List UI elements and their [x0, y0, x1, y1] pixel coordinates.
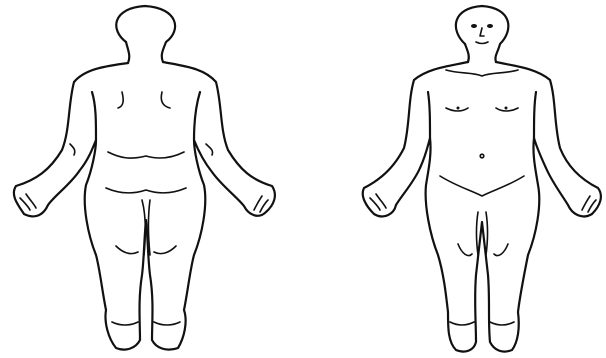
front-collarbones — [446, 70, 518, 76]
front-left-nipple — [457, 107, 460, 110]
front-neck-left — [465, 44, 469, 62]
front-right-eye — [487, 24, 493, 28]
back-right-hand-fingers — [254, 196, 268, 212]
back-right-elbow — [206, 144, 213, 155]
front-body-outline — [363, 62, 601, 352]
back-left-ankle — [112, 322, 138, 325]
back-body-outline — [14, 62, 275, 350]
back-left-shoulder-blade — [118, 92, 123, 108]
front-navel — [480, 154, 484, 158]
front-right-inner-arm — [534, 92, 536, 138]
back-head — [116, 6, 175, 62]
front-groin-line — [440, 176, 524, 196]
front-right-nipple — [505, 107, 508, 110]
front-head — [456, 6, 509, 62]
front-nose — [480, 28, 484, 36]
back-left-knee — [116, 246, 138, 254]
back-left-elbow — [70, 144, 75, 155]
front-right-ankle — [490, 322, 514, 325]
front-left-hand-fingers — [370, 194, 386, 210]
back-waist-line — [108, 152, 184, 158]
back-right-knee — [154, 246, 176, 254]
back-right-shoulder-blade — [161, 92, 170, 108]
back-view-figure — [14, 6, 275, 350]
back-right-inner-arm — [194, 92, 200, 140]
back-buttocks-crease — [106, 188, 186, 193]
front-left-knee — [458, 244, 472, 256]
front-right-knee — [494, 244, 508, 256]
front-left-eye — [471, 24, 477, 28]
back-left-inner-arm — [92, 92, 96, 140]
front-mouth — [476, 42, 488, 44]
front-view-figure — [363, 6, 601, 352]
back-neck-left — [126, 42, 129, 63]
front-right-hand-fingers — [582, 196, 596, 212]
back-right-ankle — [154, 322, 180, 325]
front-left-ankle — [450, 322, 474, 325]
front-left-inner-arm — [428, 92, 430, 138]
back-left-hand-fingers — [20, 194, 36, 210]
